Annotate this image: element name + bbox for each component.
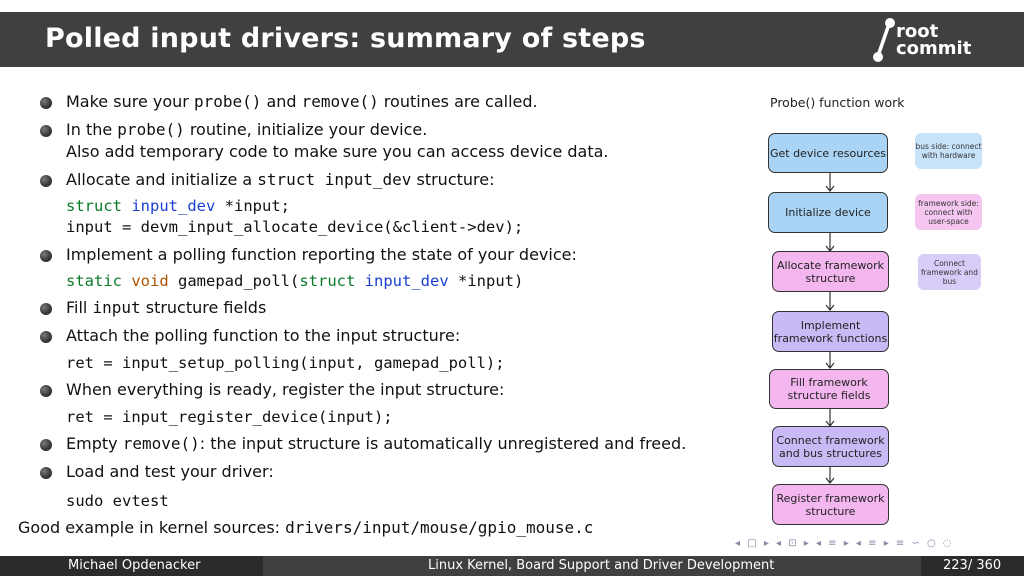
bullet-2-text: In the probe() routine, initialize your … bbox=[66, 120, 428, 139]
diagram-arrows bbox=[825, 172, 835, 484]
bullet-icon bbox=[40, 250, 52, 262]
rootcommit-logo: root commit bbox=[868, 14, 988, 66]
code-line: sudo evtest bbox=[66, 492, 169, 510]
legend-bus-side: bus side: connect with hardware bbox=[915, 133, 982, 169]
legend-framework-side: framework side: connect with user-space bbox=[915, 194, 982, 230]
step-register-framework-structure: Register framework structure bbox=[772, 484, 889, 525]
code-line: ret = input_register_device(input); bbox=[66, 408, 393, 426]
logo-text: root commit bbox=[896, 21, 972, 59]
code-line: static void gamepad_poll(struct input_de… bbox=[66, 272, 524, 290]
bullet-icon bbox=[40, 303, 52, 315]
footer-page-number: 223/ 360 bbox=[943, 558, 1002, 573]
bullet-9-text: Load and test your driver: bbox=[66, 462, 274, 481]
step-implement-framework-functions: Implement framework functions bbox=[772, 311, 889, 352]
bullet-icon bbox=[40, 331, 52, 343]
legend-connect: Connect framework and bus bbox=[918, 254, 981, 290]
bullet-2-line2: Also add temporary code to make sure you… bbox=[66, 142, 609, 161]
bullet-1-text: Make sure your probe() and remove() rout… bbox=[66, 92, 538, 111]
slide-footer: Michael Opdenacker Linux Kernel, Board S… bbox=[0, 556, 1024, 576]
step-fill-framework-structure-fields: Fill framework structure fields bbox=[769, 369, 889, 409]
code-line: struct input_dev *input; bbox=[66, 197, 290, 215]
bullet-icon bbox=[40, 97, 52, 109]
diagram-title: Probe() function work bbox=[770, 95, 905, 110]
footer-author: Michael Opdenacker bbox=[68, 558, 201, 573]
bullet-icon bbox=[40, 385, 52, 397]
root-commit-logo-icon bbox=[873, 18, 895, 62]
step-connect-framework-and-bus: Connect framework and bus structures bbox=[772, 426, 889, 467]
code-line: ret = input_setup_polling(input, gamepad… bbox=[66, 354, 505, 372]
kernel-example-line: Good example in kernel sources: drivers/… bbox=[18, 518, 594, 537]
footer-course: Linux Kernel, Board Support and Driver D… bbox=[428, 558, 775, 573]
bullet-3-text: Allocate and initialize a struct input_d… bbox=[66, 170, 495, 189]
bullet-icon bbox=[40, 175, 52, 187]
bullet-4-text: Implement a polling function reporting t… bbox=[66, 245, 577, 264]
step-initialize-device: Initialize device bbox=[768, 192, 888, 233]
code-line: input = devm_input_allocate_device(&clie… bbox=[66, 218, 524, 236]
bullet-7-text: When everything is ready, register the i… bbox=[66, 380, 505, 399]
bullet-5-text: Fill input structure fields bbox=[66, 298, 267, 317]
bullet-icon bbox=[40, 467, 52, 479]
bullet-icon bbox=[40, 125, 52, 137]
bullet-icon bbox=[40, 439, 52, 451]
step-get-device-resources: Get device resources bbox=[768, 133, 888, 173]
beamer-navigation[interactable]: ◂ □ ▸ ◂ ⊡ ▸ ◂ ≡ ▸ ◂ ≡ ▸ ≡ ∽ ○ ◌ bbox=[735, 538, 954, 549]
bullet-6-text: Attach the polling function to the input… bbox=[66, 326, 461, 345]
bullet-8-text: Empty remove(): the input structure is a… bbox=[66, 434, 687, 453]
slide-title: Polled input drivers: summary of steps bbox=[45, 23, 646, 54]
step-allocate-framework-structure: Allocate framework structure bbox=[772, 251, 889, 292]
slide-header: Polled input drivers: summary of steps r… bbox=[0, 12, 1024, 67]
